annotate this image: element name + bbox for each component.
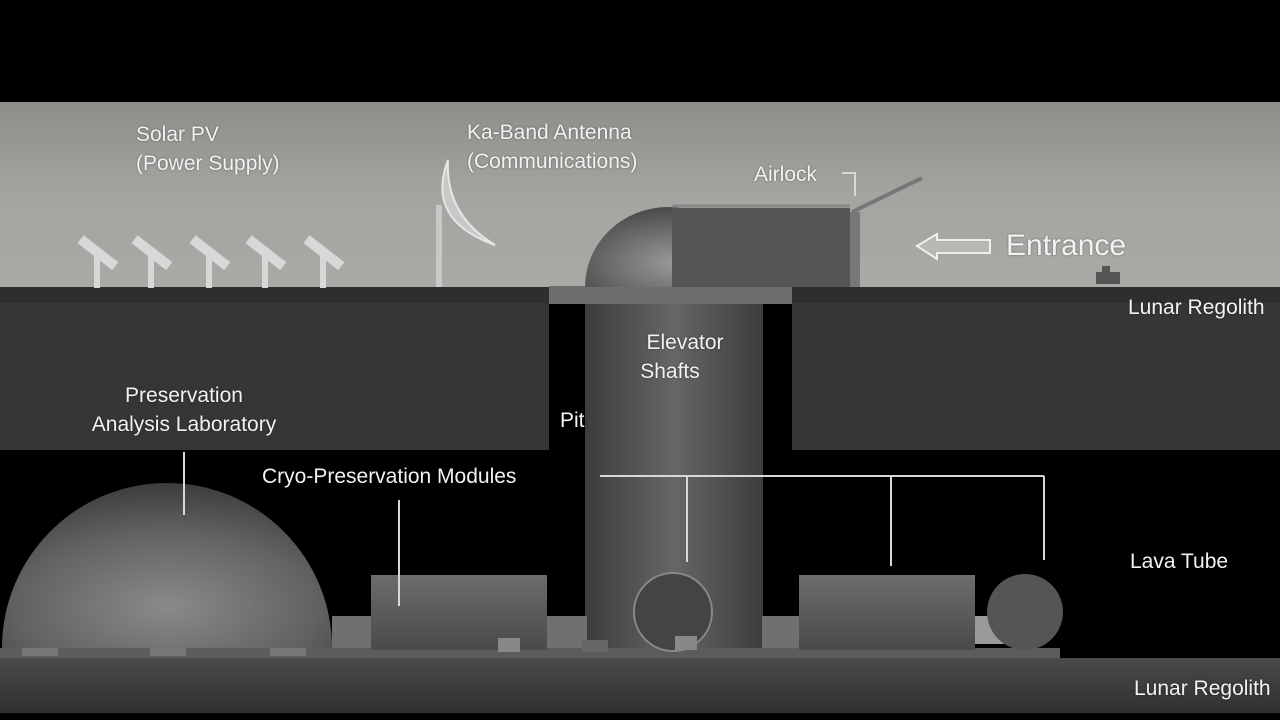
elevator-line-1: Elevator (646, 331, 724, 354)
antenna-title: Ka-Band Antenna (467, 121, 632, 144)
solar-panel (189, 235, 231, 288)
solar-panel (245, 235, 287, 288)
rover-icon (1096, 266, 1120, 284)
regolith-top-label: Lunar Regolith (1128, 296, 1265, 319)
airlock-label: Airlock (754, 163, 818, 186)
floor-equipment (498, 636, 697, 652)
cryo-module (633, 572, 713, 652)
lava-tube-floor (0, 658, 1280, 713)
regolith-bottom-label: Lunar Regolith (1134, 677, 1271, 700)
antenna-label: Ka-Band Antenna (Communications) (467, 118, 637, 176)
regolith-upper-right (792, 303, 1280, 450)
elevator-shafts-label: Elevator Shafts (610, 328, 760, 386)
pit-cover (549, 286, 792, 304)
left-arrow-icon (915, 232, 991, 261)
solar-panels (77, 235, 345, 288)
cryo-modules-label: Cryo-Preservation Modules (262, 465, 517, 488)
cryo-module (987, 574, 1063, 650)
dome-feet (22, 648, 306, 656)
regolith-upper-left (0, 303, 549, 450)
solar-panel (131, 235, 173, 288)
laboratory-dome (2, 483, 332, 648)
elevator-line-2: Shafts (640, 360, 700, 383)
cryo-module (371, 575, 547, 650)
lava-tube-label: Lava Tube (1130, 550, 1229, 573)
laboratory-label: Preservation Analysis Laboratory (54, 381, 314, 439)
solar-pv-title: Solar PV (136, 123, 219, 146)
solar-pv-label: Solar PV (Power Supply) (136, 120, 280, 178)
solar-panel (77, 235, 119, 288)
antenna-subtitle: (Communications) (467, 150, 638, 173)
pit-label: Pit (560, 409, 585, 432)
laboratory-line-1: Preservation (125, 384, 243, 407)
cryo-module (799, 575, 975, 650)
airlock-structure (585, 176, 923, 287)
floor-rail (0, 648, 1060, 658)
entrance-label: Entrance (1006, 229, 1127, 262)
leader-lines (183, 172, 1045, 606)
solar-pv-subtitle: (Power Supply) (136, 152, 280, 175)
antenna-icon (436, 159, 496, 287)
solar-panel (303, 235, 345, 288)
laboratory-line-2: Analysis Laboratory (91, 413, 277, 436)
